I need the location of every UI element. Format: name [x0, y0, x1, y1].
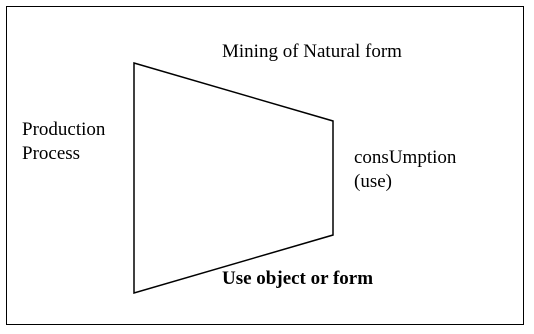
production-process-label: Production Process [22, 118, 105, 166]
trapezoid-shape [133, 62, 334, 294]
mining-label: Mining of Natural form [222, 40, 402, 64]
consumption-label-line2: (use) [354, 171, 392, 192]
consumption-label: consUmption (use) [354, 146, 456, 194]
mining-label-text: Mining of Natural form [222, 41, 402, 62]
use-object-label-text: Use object or form [222, 268, 374, 289]
use-object-label: Use object or form [222, 267, 373, 291]
production-label-line1: Production [22, 119, 106, 140]
consumption-label-line1: consUmption [354, 147, 457, 168]
diagram-frame [6, 6, 524, 325]
production-label-line2: Process [22, 143, 81, 164]
